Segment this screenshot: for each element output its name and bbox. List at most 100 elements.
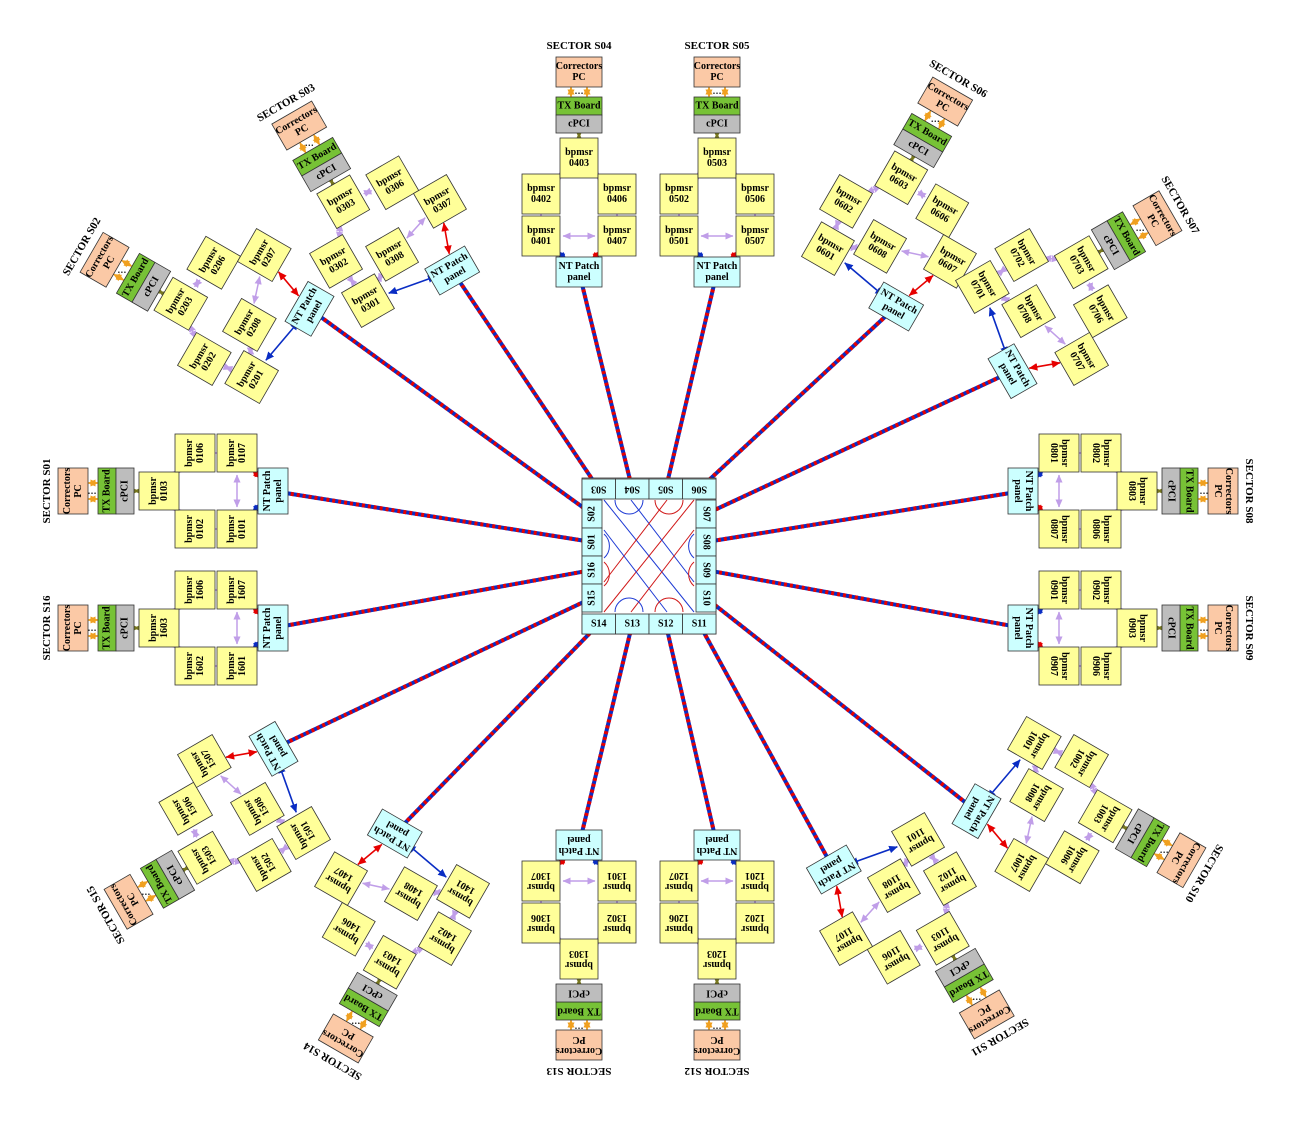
- hub-port-s11: S11: [682, 613, 717, 635]
- bpm-0102-label: 0102: [195, 519, 206, 539]
- bpm-0603-box: [874, 150, 929, 206]
- bpm-1602-label: bpmsr: [184, 652, 195, 680]
- fiber-s08: [713, 490, 1012, 543]
- ellipsis-mark: …: [713, 86, 722, 96]
- correctors-pc-label: PC: [73, 621, 84, 634]
- bpm-0708-box: [1001, 284, 1056, 339]
- nt-patch-panel-box: [868, 281, 925, 332]
- fiber-links-layer: [283, 279, 1012, 860]
- correctors-pc-label: Correctors: [556, 61, 603, 72]
- bpm-1002-box: [1054, 734, 1110, 789]
- hub-port-s12: S12: [648, 613, 683, 635]
- bpm-1203-box: [697, 938, 737, 980]
- sector-links: …: [988, 217, 1149, 371]
- bpm-0806-label: bpmsr: [1101, 515, 1112, 543]
- correctors-pc-label: Correctors: [1223, 605, 1234, 652]
- bpm-0402-label: bpmsr: [527, 183, 555, 194]
- bpm-ring-link: [1044, 325, 1066, 345]
- hub-port-s04: S04: [615, 478, 650, 500]
- bpm-ring-link: [449, 909, 459, 921]
- cpci-crate: cPCI: [555, 114, 603, 134]
- bpm-0203-box: [153, 276, 209, 331]
- bpm-0103-box: [138, 471, 180, 511]
- bpm-0101-label: bpmsr: [226, 515, 237, 543]
- ellipsis-mark: …: [1200, 623, 1209, 633]
- bpm-1403-box: [362, 934, 417, 990]
- ellipsis-mark: …: [88, 486, 97, 496]
- bpm-0807-box: [1038, 509, 1080, 549]
- cpci-bpm-link: [1118, 821, 1131, 834]
- fiber-red: [665, 283, 717, 482]
- bpm-1607-box: [216, 570, 258, 610]
- cpci-crate-label: cPCI: [706, 119, 728, 130]
- bpm-0303-box: [316, 174, 371, 230]
- bpm-ring-link: [901, 249, 929, 259]
- hub-port-label: S11: [692, 619, 707, 630]
- hub-port-s14: S14: [581, 613, 616, 635]
- bpm-ring-link: [190, 828, 200, 838]
- hub-port-s03: S03: [581, 478, 616, 500]
- nt-patch-panel-label: NT Patch: [1023, 608, 1034, 649]
- hub-line: [603, 529, 668, 613]
- nt-patch-panel-box: [555, 256, 603, 288]
- fiber-s07: [712, 374, 1003, 513]
- nt-patch-panel-label: NT Patch: [558, 845, 599, 856]
- cpci-crate-box: [115, 467, 135, 515]
- bpm-0802-box: [1080, 433, 1122, 473]
- nt-patch-panel-box: [951, 783, 1002, 840]
- fiber-s14: [401, 628, 595, 827]
- sector-title: SECTOR S13: [546, 1065, 611, 1077]
- sector-title-text: SECTOR S04: [547, 40, 612, 52]
- bpm-1402-box: [417, 911, 472, 967]
- bpm-ring-link: [346, 275, 358, 287]
- bpm-0906-box: [1080, 646, 1122, 686]
- bpm-0401-box: [521, 215, 561, 257]
- bpm-0506-label: 0506: [745, 194, 765, 205]
- fiber-s10: [711, 601, 969, 806]
- red-fiber-link: [1028, 360, 1061, 371]
- bpm-0106-box: [174, 433, 216, 473]
- bpm-ring-link: [364, 940, 375, 951]
- correctors-pc-label: Correctors: [694, 61, 741, 72]
- fiber-red: [579, 283, 633, 482]
- correctors-pc-label: PC: [1212, 621, 1223, 634]
- bpm-1203-label: bpmsr: [703, 959, 731, 970]
- bpm-0506-box: [735, 173, 775, 215]
- cpci-crate-box: [131, 261, 172, 312]
- bpm-0806-box: [1080, 509, 1122, 549]
- bpm-0703-box: [1053, 235, 1109, 290]
- bpm-0502-label: bpmsr: [665, 183, 693, 194]
- hub-port-box: [682, 613, 717, 635]
- cpci-crate: cPCI: [1161, 604, 1181, 652]
- bpm-0507-label: 0507: [745, 236, 765, 247]
- bpm-0107-label: 0107: [237, 443, 248, 463]
- bpm-1001-box: [1006, 715, 1062, 770]
- cpci-crate-label: cPCI: [568, 119, 590, 130]
- bpm-1603-label: bpmsr: [148, 614, 159, 642]
- bpm-1107-box: [819, 911, 874, 967]
